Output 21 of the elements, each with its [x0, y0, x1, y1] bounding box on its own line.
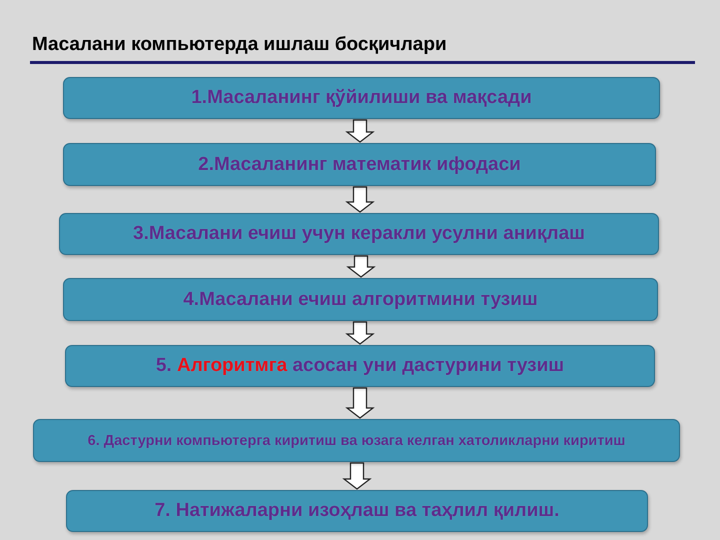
block-arrow	[345, 321, 375, 345]
step-text: 3.Масалани ечиш учун керакли усулни аниқлаш	[133, 223, 585, 245]
step-box	[33, 419, 680, 462]
slide-title: Масалани компьютерда ишлаш босқичлари	[32, 34, 447, 56]
step-box	[63, 278, 658, 321]
step-text: 7. Натижаларни изоҳлаш ва таҳлил қилиш.	[154, 500, 560, 522]
step-text: 4.Масалани ечиш алгоритмини тузиш	[183, 288, 538, 310]
block-arrow	[345, 387, 375, 419]
step-text: 1.Масаланинг қўйилиши ва мақсади	[191, 87, 532, 109]
step-box	[66, 490, 648, 532]
step-box	[65, 345, 655, 387]
block-arrow	[345, 186, 375, 213]
block-arrow	[345, 119, 375, 143]
step-text: 6. Дастурни компьютерга киритиш ва юзага келган хатоликларни киритиш	[88, 432, 626, 448]
step-box	[63, 77, 660, 119]
block-arrow	[342, 462, 372, 490]
step-box	[63, 143, 656, 186]
step-text: 2.Масаланинг математик ифодаси	[198, 154, 521, 176]
block-arrow	[346, 255, 376, 278]
step-box	[59, 213, 659, 255]
step-text: 5. Алгоритмга асосан уни дастурини тузиш	[156, 355, 564, 377]
